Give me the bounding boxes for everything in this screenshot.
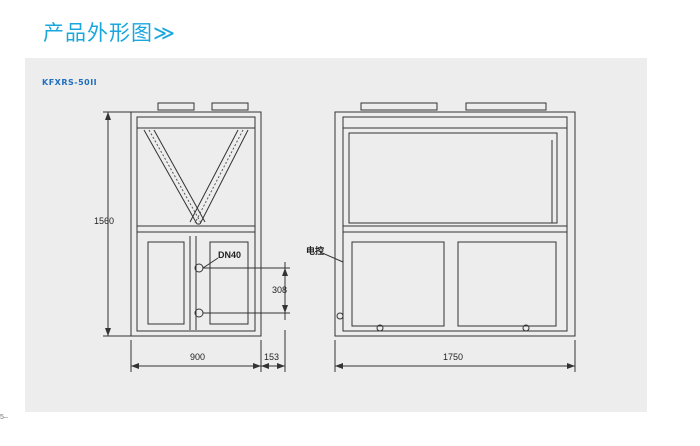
model-label: KFXRS-50II [42,78,98,87]
dim-offset: 153 [264,352,279,362]
dim-width: 1750 [443,352,463,362]
dim-pipe-spacing: 308 [272,285,287,295]
page-mark: 5– [0,414,8,421]
dim-height: 1560 [94,216,114,226]
control-box-label: 电控 [306,245,324,256]
dimension-arrows [105,112,575,369]
page-title: 产品外形图≫ [43,21,176,45]
dim-depth: 900 [190,352,205,362]
front-view-unit [334,102,576,337]
pipe-label: DN40 [218,250,241,260]
coil-fins [148,129,244,224]
side-view-unit [130,102,262,337]
